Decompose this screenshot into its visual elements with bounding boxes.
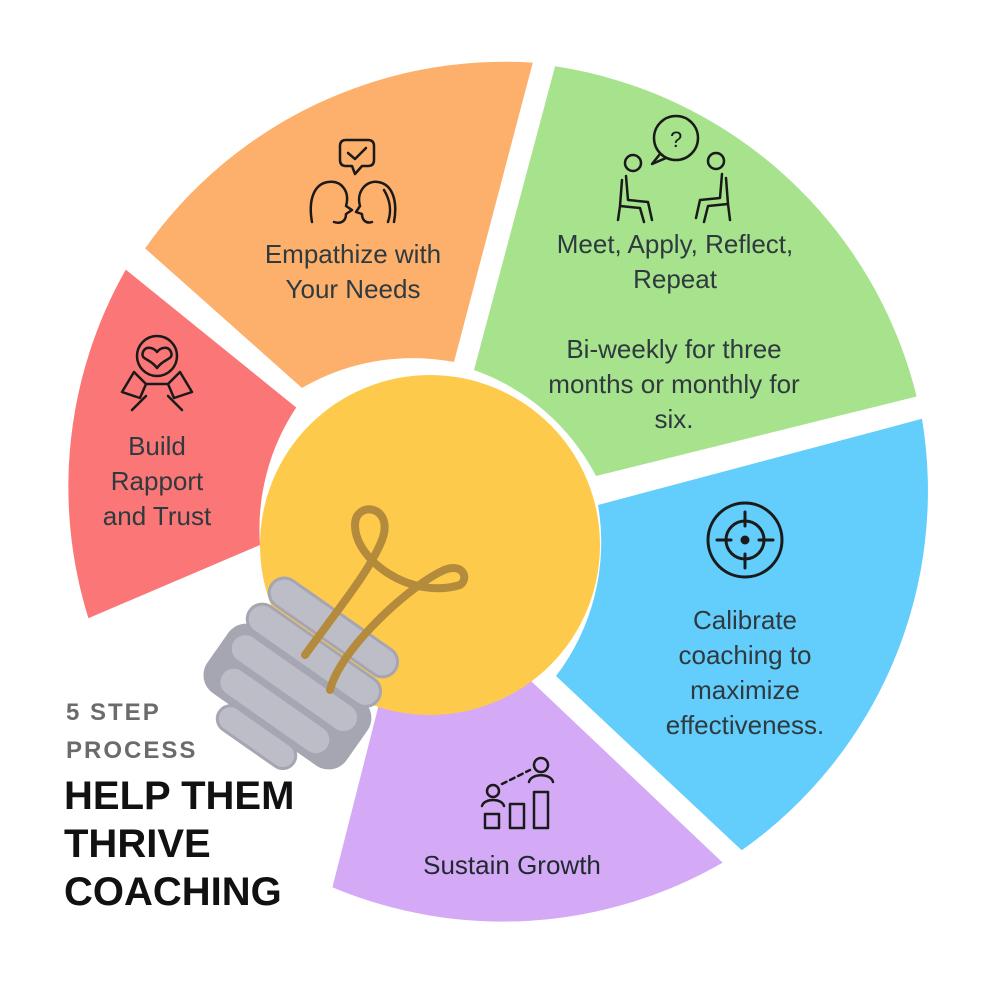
segment-build-rapport — [68, 269, 297, 619]
page-title: HELP THEM THRIVE COACHING — [64, 772, 364, 916]
segment-meet-apply — [474, 66, 917, 477]
text-line: effectiveness. — [666, 710, 825, 740]
subtitle-line: 5 STEP — [66, 699, 161, 726]
text-line: maximize — [690, 675, 800, 705]
hands-heart-icon — [120, 334, 194, 412]
growth-chart-icon — [480, 756, 555, 830]
seated-conversation-icon: ? — [616, 114, 732, 224]
sustain-growth-label: Sustain Growth — [423, 850, 601, 880]
text-line: six. — [655, 404, 694, 434]
svg-text:?: ? — [670, 127, 682, 152]
text-line: coaching to — [679, 640, 812, 670]
process-subtitle: 5 STEP PROCESS — [66, 694, 306, 770]
text-line: Empathize with — [265, 239, 441, 269]
text-line: Your Needs — [286, 274, 421, 304]
title-line: COACHING — [64, 870, 282, 914]
title-line: THRIVE — [64, 822, 211, 866]
two-people-chat-icon — [309, 138, 397, 224]
lightbulb-icon — [203, 375, 600, 771]
text-line: Rapport — [111, 466, 204, 496]
text-line: Calibrate — [693, 605, 797, 635]
subtitle-line: PROCESS — [66, 737, 198, 764]
text-line: Build — [128, 431, 186, 461]
meet-apply-label: Meet, Apply, Reflect, Repeat — [557, 229, 794, 294]
meet-apply-detail: Bi-weekly for three months or monthly for… — [548, 334, 800, 434]
text-line: Bi-weekly for three — [566, 334, 781, 364]
segment-calibrate — [556, 418, 928, 851]
segment-empathize — [145, 61, 533, 389]
segment-sustain-growth — [332, 680, 723, 922]
text-line: Meet, Apply, Reflect, — [557, 229, 794, 259]
text-line: Repeat — [633, 264, 718, 294]
text-line: and Trust — [103, 501, 212, 531]
calibrate-label: Calibrate coaching to maximize effectivenes… — [666, 605, 825, 740]
text-line: months or monthly for — [548, 369, 800, 399]
text-line: Sustain Growth — [423, 850, 601, 880]
title-line: HELP THEM — [64, 774, 295, 818]
target-icon — [706, 501, 784, 579]
